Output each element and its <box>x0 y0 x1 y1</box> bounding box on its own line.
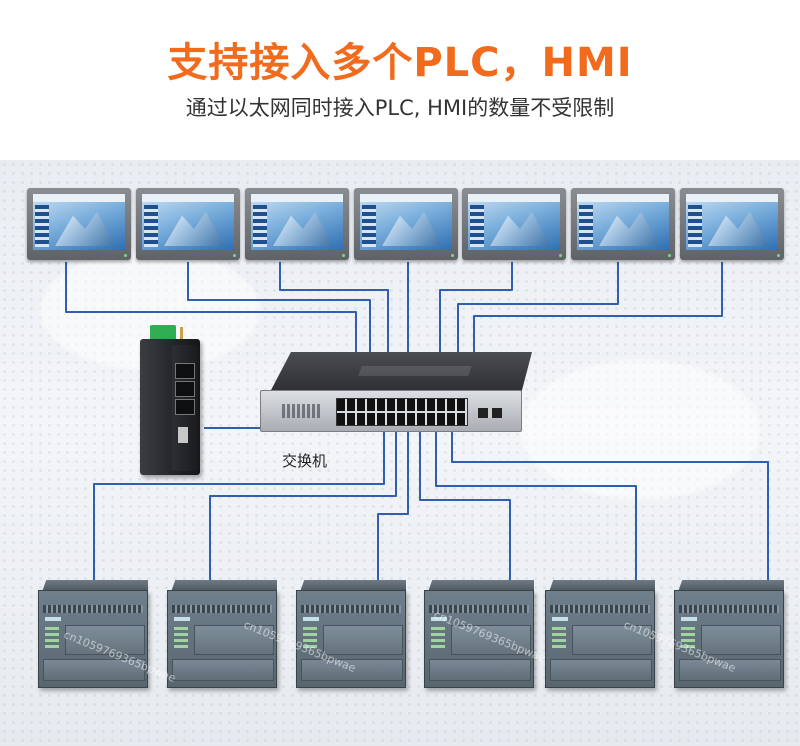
status-led-icon <box>431 627 445 651</box>
status-led-icon <box>233 254 236 257</box>
cable-2 <box>187 262 371 352</box>
cable-6 <box>457 262 619 352</box>
switch-label: 交换机 <box>282 452 328 470</box>
cable-13 <box>435 432 637 580</box>
hmi-screen <box>251 194 343 250</box>
usb-port-icon <box>178 427 188 443</box>
cable-11 <box>377 432 409 580</box>
brand-logo <box>681 617 697 621</box>
page-subtitle: 通过以太网同时接入PLC, HMI的数量不受限制 <box>185 96 615 120</box>
hmi-screen <box>142 194 234 250</box>
cable-3 <box>279 262 389 352</box>
status-led-icon <box>45 627 59 651</box>
hmi-screen <box>468 194 560 250</box>
hmi-screen <box>577 194 669 250</box>
hmi-screen <box>33 194 125 250</box>
status-led-icon <box>552 627 566 651</box>
status-led-icon <box>451 254 454 257</box>
hmi-screen <box>360 194 452 250</box>
hmi-panel-5 <box>462 188 566 260</box>
cable-12 <box>419 432 511 580</box>
status-led-icon <box>777 254 780 257</box>
status-led-icon <box>681 627 695 651</box>
brand-logo <box>552 617 568 621</box>
plc-4 <box>424 580 534 688</box>
power-terminal <box>150 325 176 341</box>
ethernet-port-icon <box>175 381 195 397</box>
hmi-panel-4 <box>354 188 458 260</box>
plc-1 <box>38 580 148 688</box>
brand-logo <box>431 617 447 621</box>
hmi-screen <box>686 194 778 250</box>
status-led-icon <box>559 254 562 257</box>
plc-2 <box>167 580 277 688</box>
network-switch <box>260 352 532 432</box>
plc-5 <box>545 580 655 688</box>
page-title: 支持接入多个PLC，HMI <box>167 40 633 86</box>
hmi-panel-7 <box>680 188 784 260</box>
switch-logo <box>358 366 472 376</box>
cable-9 <box>93 432 385 580</box>
switch-status-leds <box>282 404 322 418</box>
cable-5 <box>439 262 513 352</box>
brand-logo <box>174 617 190 621</box>
status-led-icon <box>174 627 188 651</box>
ethernet-port-icon <box>175 363 195 379</box>
header: 支持接入多个PLC，HMI 通过以太网同时接入PLC, HMI的数量不受限制 <box>0 0 800 160</box>
status-led-icon <box>342 254 345 257</box>
brand-logo <box>303 617 319 621</box>
plc-3 <box>296 580 406 688</box>
cable-10 <box>209 432 397 580</box>
cable-1 <box>65 262 357 352</box>
status-led-icon <box>303 627 317 651</box>
hmi-panel-6 <box>571 188 675 260</box>
map-highlight <box>520 360 760 500</box>
status-led-icon <box>668 254 671 257</box>
sfp-ports <box>478 408 502 418</box>
hmi-panel-1 <box>27 188 131 260</box>
gateway-device <box>128 325 214 475</box>
ethernet-port-icon <box>175 399 195 415</box>
cable-14 <box>451 432 769 580</box>
cable-7 <box>473 262 723 352</box>
status-led-icon <box>124 254 127 257</box>
plc-6 <box>674 580 784 688</box>
switch-ports <box>336 398 468 426</box>
hmi-panel-3 <box>245 188 349 260</box>
antenna-icon <box>180 327 183 349</box>
hmi-panel-2 <box>136 188 240 260</box>
brand-logo <box>45 617 61 621</box>
